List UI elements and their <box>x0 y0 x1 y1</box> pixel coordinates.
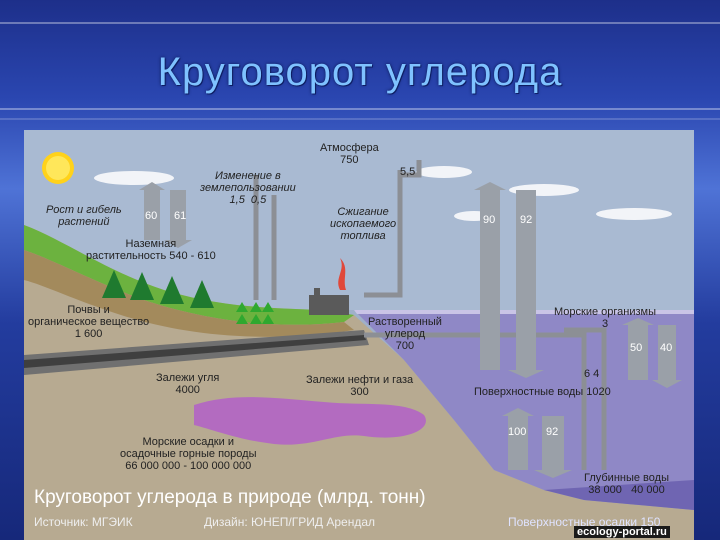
deep-waters-label: Глубинные воды 38 000 40 000 <box>584 472 669 496</box>
surface-sediments-label: Поверхностные осадки 150 <box>508 515 661 529</box>
diagram-caption: Круговорот углерода в природе (млрд. тон… <box>34 487 426 508</box>
coal-label: Залежи угля 4000 <box>156 372 220 396</box>
oil-gas-deposit <box>194 397 426 445</box>
factory-icon <box>309 258 349 315</box>
sediments-label: Морские осадки и осадочные горные породы… <box>120 436 257 472</box>
marine-organisms-label: Морские организмы 3 <box>554 306 657 330</box>
fossil-flux-label: 5,5 <box>400 166 416 178</box>
watermark: ecology-portal.ru <box>574 526 670 538</box>
design-credit: Дизайн: ЮНЕП/ГРИД Арендал <box>204 515 375 529</box>
small-flux-label: 6 4 <box>584 368 600 380</box>
marine-flux-left-value: 50 <box>630 342 643 354</box>
atmosphere-label: Атмосфера 750 <box>320 142 379 166</box>
oil-gas-label: Залежи нефти и газа 300 <box>306 374 414 398</box>
land-use-change-label: Изменение в землепользовании 1,5 0,5 <box>200 170 296 206</box>
ocean-flux-up-value: 90 <box>483 214 496 226</box>
slide-title: Круговорот углерода <box>157 50 563 94</box>
background-streak <box>0 22 720 24</box>
dissolved-carbon-label: Растворенный углерод 700 <box>368 316 442 352</box>
sun-icon <box>42 152 74 184</box>
deep-flux-down-value: 92 <box>546 426 559 438</box>
surface-waters-label: Поверхностные воды 1020 <box>474 386 611 398</box>
trees <box>102 270 214 308</box>
source-credit: Источник: МГЭИК <box>34 515 133 529</box>
plant-growth-label: Рост и гибель растений <box>46 204 122 228</box>
marine-flux-right-value: 40 <box>660 342 673 354</box>
ocean <box>354 310 694 510</box>
carbon-cycle-diagram: Атмосфера 750 Изменение в землепользован… <box>24 130 694 540</box>
background-streak <box>0 118 720 120</box>
soils-label: Почвы и органическое вещество 1 600 <box>28 304 150 340</box>
plant-flux-left-value: 60 <box>145 210 158 222</box>
vegetation-label: Наземная растительность 540 - 610 <box>86 238 216 262</box>
diagram-illustration <box>24 130 694 540</box>
fuel-burning-label: Сжигание ископаемого топлива <box>330 206 397 242</box>
flux-arrows <box>139 182 682 478</box>
sapling-arrows <box>236 302 274 324</box>
plant-flux-right-value: 61 <box>174 210 187 222</box>
deep-flux-up-value: 100 <box>508 426 527 438</box>
ocean-flux-down-value: 92 <box>520 214 533 226</box>
background-streak <box>0 108 720 110</box>
